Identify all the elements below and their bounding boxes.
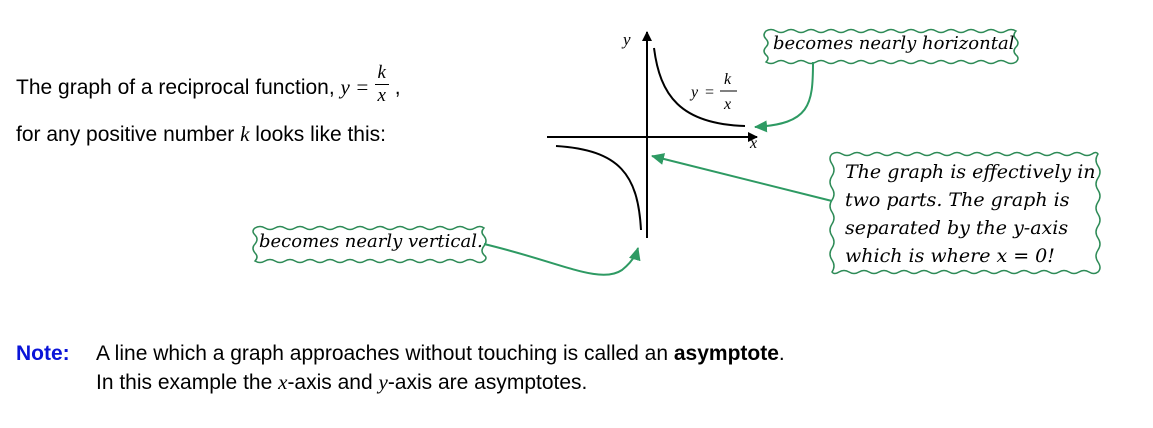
note-line-1-suffix: . — [778, 342, 785, 365]
callout-two-parts-line-1: The graph is effectively in — [845, 161, 1096, 183]
curve-eq-equals: = — [704, 84, 715, 101]
intro-eq-equals: = — [349, 75, 375, 100]
curve-eq-numerator: k — [724, 71, 732, 88]
callout-two-parts-line-2: two parts. The graph is — [845, 189, 1070, 211]
curve-branch-first-quadrant — [653, 47, 746, 127]
note-label-text: Note: — [16, 342, 70, 365]
intro-k: k — [240, 122, 250, 146]
curve-eq-y: y — [689, 84, 699, 101]
note-line-2-mid: -axis and — [287, 371, 379, 394]
callout-two-parts-line-4: which is where x = 0! — [845, 245, 1055, 267]
callout-vertical-text: becomes nearly vertical. — [259, 231, 483, 252]
note-label: Note: — [16, 342, 70, 366]
intro-line-1-prefix: The graph of a reciprocal function, — [16, 76, 341, 100]
arrow-to-horizontal-end — [754, 61, 814, 133]
intro-line-1-suffix: , — [388, 76, 401, 100]
callout-vertical-border — [252, 225, 487, 264]
note-line-1: A line which a graph approaches without … — [96, 342, 785, 366]
note-line-2: In this example the x-axis and y-axis ar… — [96, 370, 587, 395]
curve-branch-third-quadrant — [555, 145, 642, 231]
intro-eq-y: y — [340, 75, 350, 100]
note-line-1-prefix: A line which a graph approaches without … — [96, 342, 674, 365]
intro-fraction-numerator: k — [377, 62, 386, 83]
intro-line-2: for any positive number k looks like thi… — [16, 122, 386, 147]
note-asymptote-term: asymptote — [673, 342, 779, 365]
x-axis-label: x — [749, 135, 757, 152]
callout-two-parts-line-3: separated by the y-axis — [845, 217, 1069, 239]
callout-two-parts-text: The graph is effectively in two parts. T… — [845, 158, 1096, 270]
note-x: x — [278, 370, 288, 394]
note-y: y — [378, 370, 388, 394]
arrow-to-vertical-end — [483, 243, 641, 276]
callout-horizontal-text: becomes nearly horizontal — [773, 33, 1015, 54]
intro-line-1: The graph of a reciprocal function, y = … — [16, 62, 401, 111]
y-axis-label: y — [621, 30, 631, 49]
intro-fraction-denominator: x — [374, 84, 389, 107]
note-line-2-prefix: In this example the — [96, 371, 279, 394]
callout-horizontal-border — [763, 28, 1019, 65]
note-line-2-suffix: -axis are asymptotes. — [387, 371, 588, 394]
intro-line-2-suffix: looks like this: — [249, 123, 386, 146]
curve-eq-denominator: x — [723, 96, 731, 113]
intro-line-2-prefix: for any positive number — [16, 123, 241, 146]
callout-two-parts-border — [829, 151, 1101, 275]
arrow-to-y-axis — [651, 153, 833, 202]
